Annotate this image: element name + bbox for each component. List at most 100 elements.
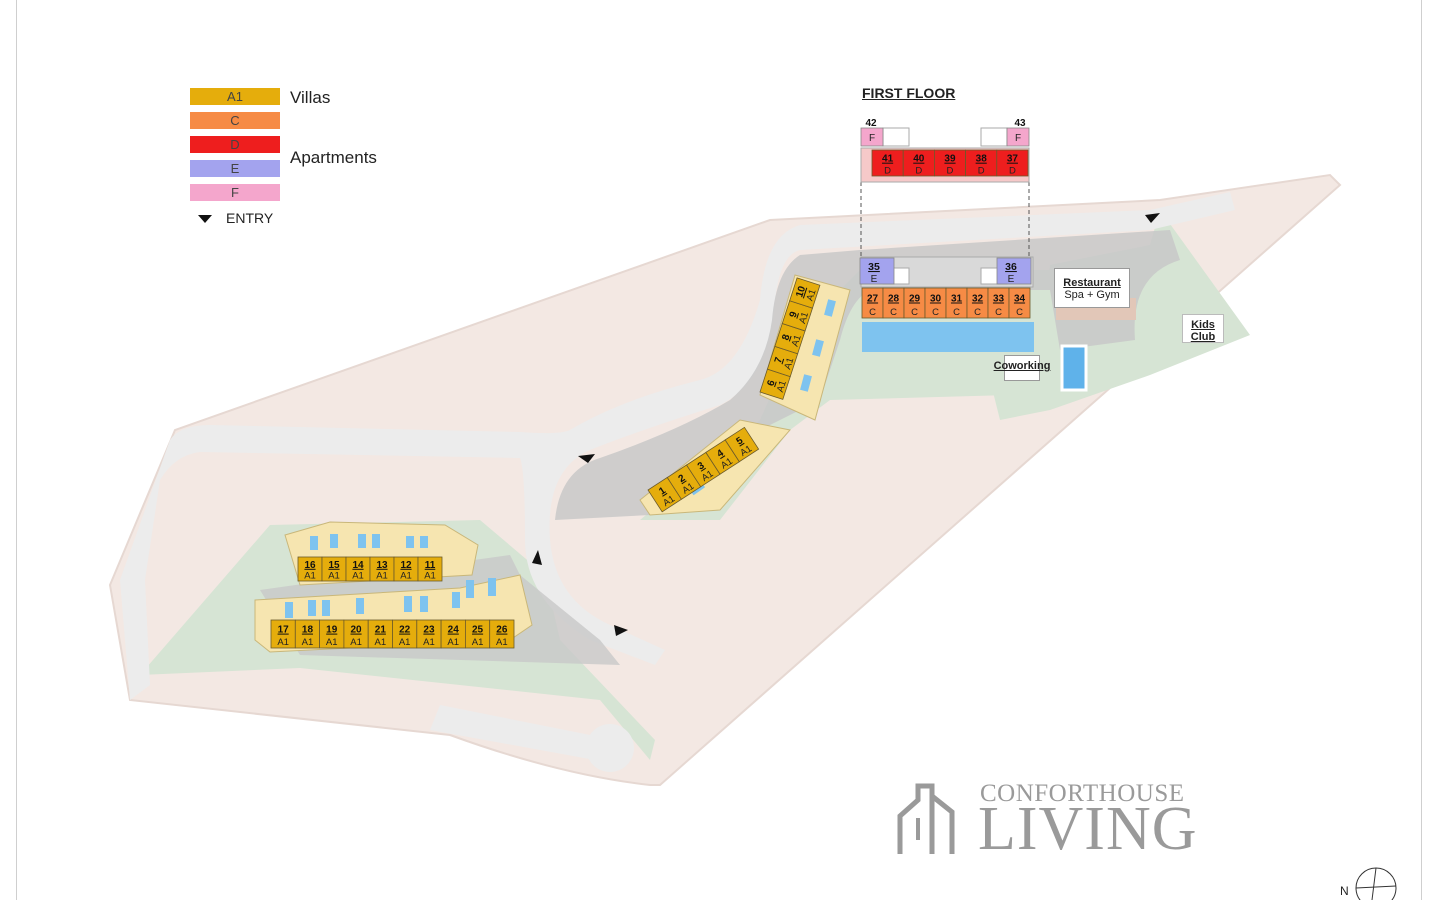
unit-number: 20 [350,625,362,636]
unit-number: 9 [788,310,800,319]
legend-code: D [230,137,240,152]
apartment-40[interactable]: 40D [902,149,935,177]
unit-type: A1 [447,637,459,648]
unit-type: A1 [352,571,364,582]
apartment-32[interactable]: 32C [966,287,989,319]
unit-number: 8 [780,333,792,342]
unit-type: A1 [277,637,289,648]
unit-number: 15 [328,560,340,571]
unit-number: 31 [951,294,963,305]
villa-5[interactable]: 5A1 [724,426,760,463]
apartment-28[interactable]: 28C [882,287,905,319]
apartments-pool [862,322,1034,352]
unit-cell [294,619,320,649]
apartment-42[interactable]: 42F [860,118,884,147]
legend-swatch-c: C [190,112,280,129]
unit-number: 25 [472,625,484,636]
brand-bottom-text: LIVING [978,795,1198,863]
unit-type: D [884,165,891,176]
apartment-38[interactable]: 38D [965,149,998,177]
unit-type: C [995,307,1002,318]
apartment-43[interactable]: 43F [1006,118,1030,147]
unit-type: D [978,165,985,176]
apartment-31[interactable]: 31C [945,287,968,319]
unit-number: 39 [944,154,956,165]
unit-number: 7 [773,356,785,365]
entry-arrow-west [532,550,542,565]
kids-club-name: Kids Club [1190,319,1216,343]
unit-type: A1 [719,456,735,472]
brand-top-text: CONFORTHOUSE [980,780,1185,807]
unit-number: 28 [888,294,900,305]
villa-3[interactable]: 3A1 [686,451,721,488]
unit-cell [319,619,345,649]
unit-type: C [911,307,918,318]
unit-number: 23 [423,625,435,636]
villa-2[interactable]: 2A1 [666,464,702,500]
apartment-34[interactable]: 34C [1008,287,1031,319]
first-floor-title: FIRST FLOOR [862,85,956,101]
unit-number: 33 [993,294,1005,305]
unit-cell [417,556,443,582]
unit-type: A1 [700,468,716,484]
legend-code: A1 [227,89,243,104]
unit-type: C [869,307,876,318]
apartment-35[interactable]: 35E [859,257,895,285]
unit-type: A1 [326,637,338,648]
apartment-27[interactable]: 27C [861,287,884,319]
unit-type: A1 [775,379,789,393]
apartment-37[interactable]: 37D [996,149,1029,177]
apartment-30[interactable]: 30C [924,287,947,319]
unit-cell [789,277,821,309]
villa-7[interactable]: 7A1 [766,345,799,378]
apartment-36[interactable]: 36E [996,257,1032,285]
unit-number: 34 [1014,294,1026,305]
unit-number: 42 [865,118,877,129]
legend-apartments-label: Apartments [290,148,377,167]
apartment-33[interactable]: 33C [987,287,1010,319]
villa-9[interactable]: 9A1 [781,300,813,332]
apartment-39[interactable]: 39D [934,149,967,177]
unit-cell [440,619,466,649]
unit-cell [934,149,967,177]
unit-type: C [1016,307,1023,318]
legend-swatch-a1: A1 [190,88,280,105]
unit-type: A1 [399,637,411,648]
coworking-label: Coworking [994,355,1050,381]
unit-number: 17 [278,625,290,636]
unit-type: D [1009,165,1016,176]
villa-4[interactable]: 4A1 [705,439,740,475]
apartment-29[interactable]: 29C [903,287,926,319]
unit-cell [965,149,998,177]
entry-icon [198,215,212,224]
unit-cell [1008,287,1031,319]
spa-gym-name: Spa + Gym [1064,289,1120,301]
apartment-41[interactable]: 41D [871,149,904,177]
villa-6[interactable]: 6A1 [759,368,791,400]
entry-arrow-ne [1145,213,1160,223]
unit-number: 14 [352,560,364,571]
unit-number: 37 [1007,154,1019,165]
